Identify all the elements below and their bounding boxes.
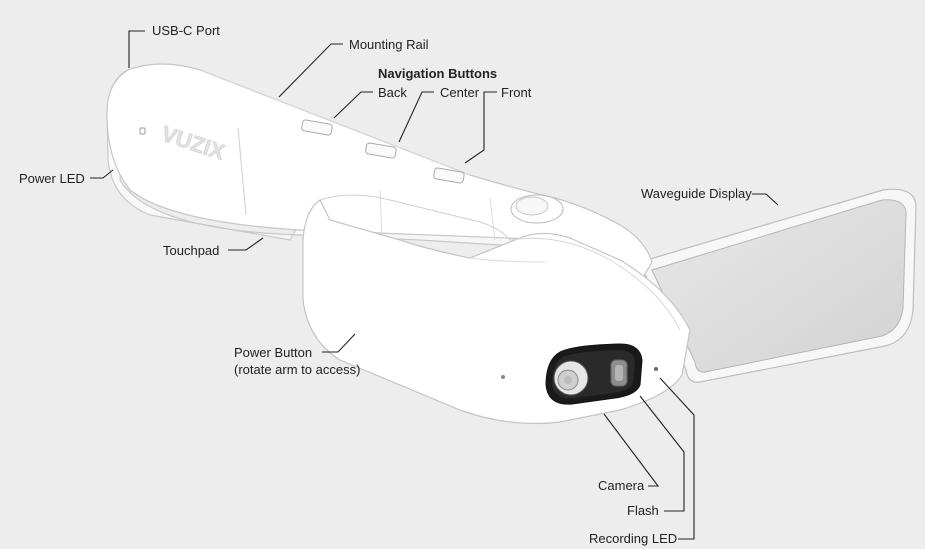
mic-hole <box>501 375 505 379</box>
front-leader <box>464 91 497 164</box>
label-power-button-note: (rotate arm to access) <box>234 362 361 377</box>
center-leader <box>398 91 434 143</box>
label-navigation-buttons: Navigation Buttons <box>378 66 498 81</box>
label-touchpad: Touchpad <box>163 243 220 258</box>
label-recording-led: Recording LED <box>589 531 678 546</box>
hinge-knob <box>510 194 564 224</box>
label-front: Front <box>501 85 532 100</box>
label-mounting-rail: Mounting Rail <box>349 37 429 52</box>
back-button[interactable] <box>301 119 333 136</box>
label-flash: Flash <box>627 503 659 518</box>
mounting-rail-leader <box>278 43 343 98</box>
front-button[interactable] <box>433 167 465 184</box>
camera-window <box>545 343 658 405</box>
waveguide-display <box>639 188 917 383</box>
label-waveguide-display: Waveguide Display <box>641 186 752 201</box>
touchpad-leader <box>228 237 264 251</box>
label-usbc-port: USB-C Port <box>152 23 220 38</box>
label-back: Back <box>378 85 407 100</box>
leader-lines <box>90 30 779 540</box>
label-camera: Camera <box>598 478 645 493</box>
camera-leader <box>603 413 660 487</box>
navigation-buttons <box>301 119 465 184</box>
power-led <box>139 127 146 135</box>
label-center: Center <box>440 85 480 100</box>
back-leader <box>333 91 373 119</box>
flash-leader <box>639 395 685 512</box>
power-led-leader <box>90 169 114 179</box>
recording-led <box>654 367 658 371</box>
waveguide-leader <box>752 193 779 206</box>
usbc-leader <box>128 30 145 68</box>
label-power-led: Power LED <box>19 171 85 186</box>
label-power-button: Power Button <box>234 345 313 360</box>
power-button-leader <box>322 333 356 353</box>
center-button[interactable] <box>365 142 397 159</box>
recording-led-leader <box>659 377 695 540</box>
